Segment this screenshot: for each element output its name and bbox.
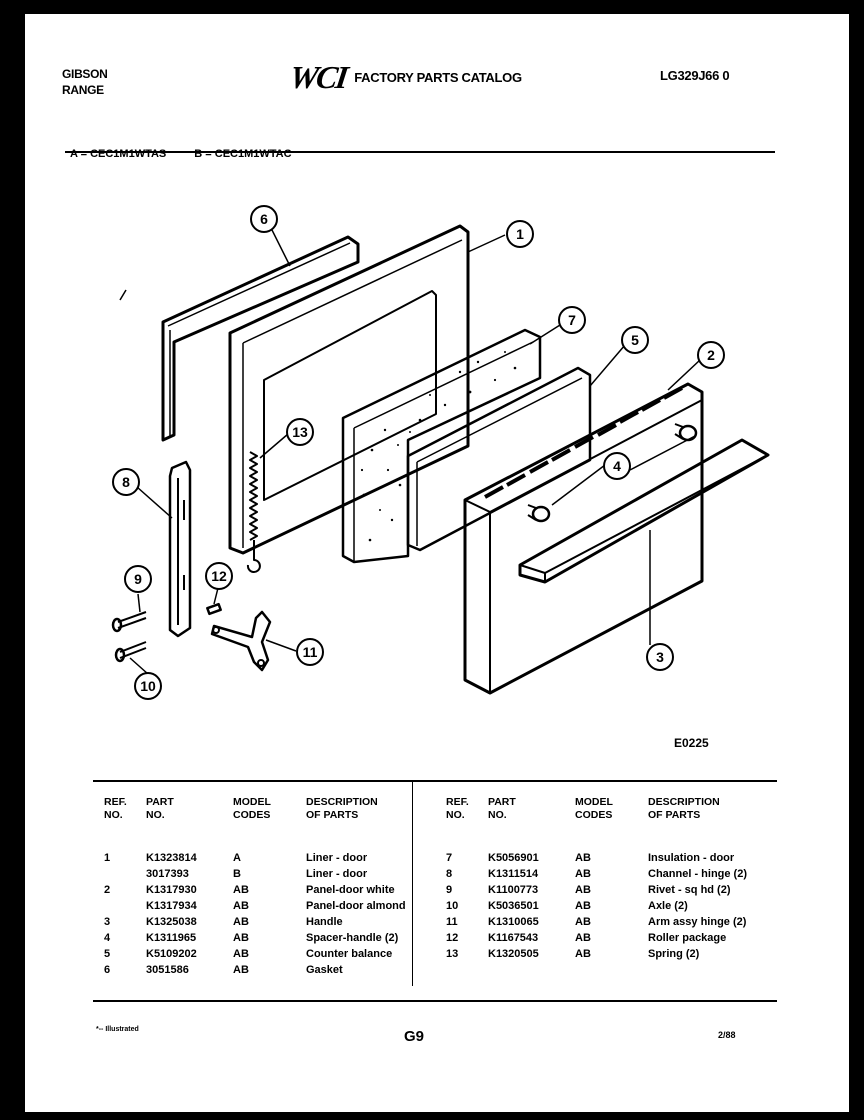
brand-name: GIBSON xyxy=(62,67,108,81)
hinge-channel-part xyxy=(168,460,192,638)
spring-part xyxy=(246,451,261,573)
callout-5: 5 xyxy=(621,326,649,354)
axle-part xyxy=(114,641,147,663)
callout-3: 3 xyxy=(646,643,674,671)
catalog-page xyxy=(25,14,849,1112)
roller-part xyxy=(206,602,222,616)
callout-12: 12 xyxy=(205,562,233,590)
model-list: A = CEC1M1WTAS B = CEC1M1WTAC xyxy=(70,148,292,160)
callout-1: 1 xyxy=(506,220,534,248)
brand: GIBSON RANGE xyxy=(62,66,108,98)
svg-text:9: 9 xyxy=(134,571,142,587)
model-a: A = CEC1M1WTAS xyxy=(70,148,167,160)
leader-lines xyxy=(119,229,701,675)
svg-text:13: 13 xyxy=(292,424,308,440)
door-panel-part xyxy=(463,382,704,695)
callout-13: 13 xyxy=(286,418,314,446)
callout-6: 6 xyxy=(250,205,278,233)
svg-text:1: 1 xyxy=(516,226,524,242)
figure-code: E0225 xyxy=(674,736,709,750)
catalog-title: FACTORY PARTS CATALOG xyxy=(354,69,522,85)
svg-text:3: 3 xyxy=(656,649,664,665)
svg-text:12: 12 xyxy=(211,568,227,584)
svg-text:11: 11 xyxy=(303,644,318,660)
table-top-rule xyxy=(93,780,777,782)
callout-9: 9 xyxy=(124,565,152,593)
svg-text:2: 2 xyxy=(707,347,715,363)
catalog-heading: WCI FACTORY PARTS CATALOG xyxy=(287,59,522,95)
model-b: B = CEC1M1WTAC xyxy=(194,148,292,160)
handle-part xyxy=(518,438,770,584)
header-ref: REF.NO. xyxy=(446,796,469,821)
insulation-part xyxy=(341,328,542,564)
liner-part xyxy=(228,224,470,555)
svg-text:8: 8 xyxy=(122,474,130,490)
svg-text:7: 7 xyxy=(568,312,576,328)
callout-4: 4 xyxy=(603,452,631,480)
arm-hinge-part xyxy=(210,610,272,672)
callout-11: 11 xyxy=(296,638,324,666)
header-ref: REF.NO. xyxy=(104,796,127,821)
insulation-texture xyxy=(360,351,517,542)
callouts: 1 2 3 4 5 6 7 8 9 10 11 12 13 xyxy=(112,205,725,700)
svg-text:5: 5 xyxy=(631,332,639,348)
gasket-part xyxy=(161,235,360,442)
svg-text:6: 6 xyxy=(260,211,268,227)
callout-10: 10 xyxy=(134,672,162,700)
footer-date: 2/88 xyxy=(718,1030,736,1040)
table-bottom-rule xyxy=(93,1000,777,1002)
page-number: G9 xyxy=(404,1028,425,1045)
rivet-part xyxy=(111,611,147,633)
footer-note: *-- Illustrated xyxy=(96,1026,139,1033)
callout-8: 8 xyxy=(112,468,140,496)
table-divider xyxy=(412,782,413,986)
svg-text:10: 10 xyxy=(140,678,156,694)
catalog-code: LG329J66 0 xyxy=(660,68,730,83)
callout-2: 2 xyxy=(697,341,725,369)
product-type: RANGE xyxy=(62,83,104,97)
header-rule xyxy=(65,151,775,153)
callout-7: 7 xyxy=(558,306,586,334)
svg-text:4: 4 xyxy=(613,458,621,474)
